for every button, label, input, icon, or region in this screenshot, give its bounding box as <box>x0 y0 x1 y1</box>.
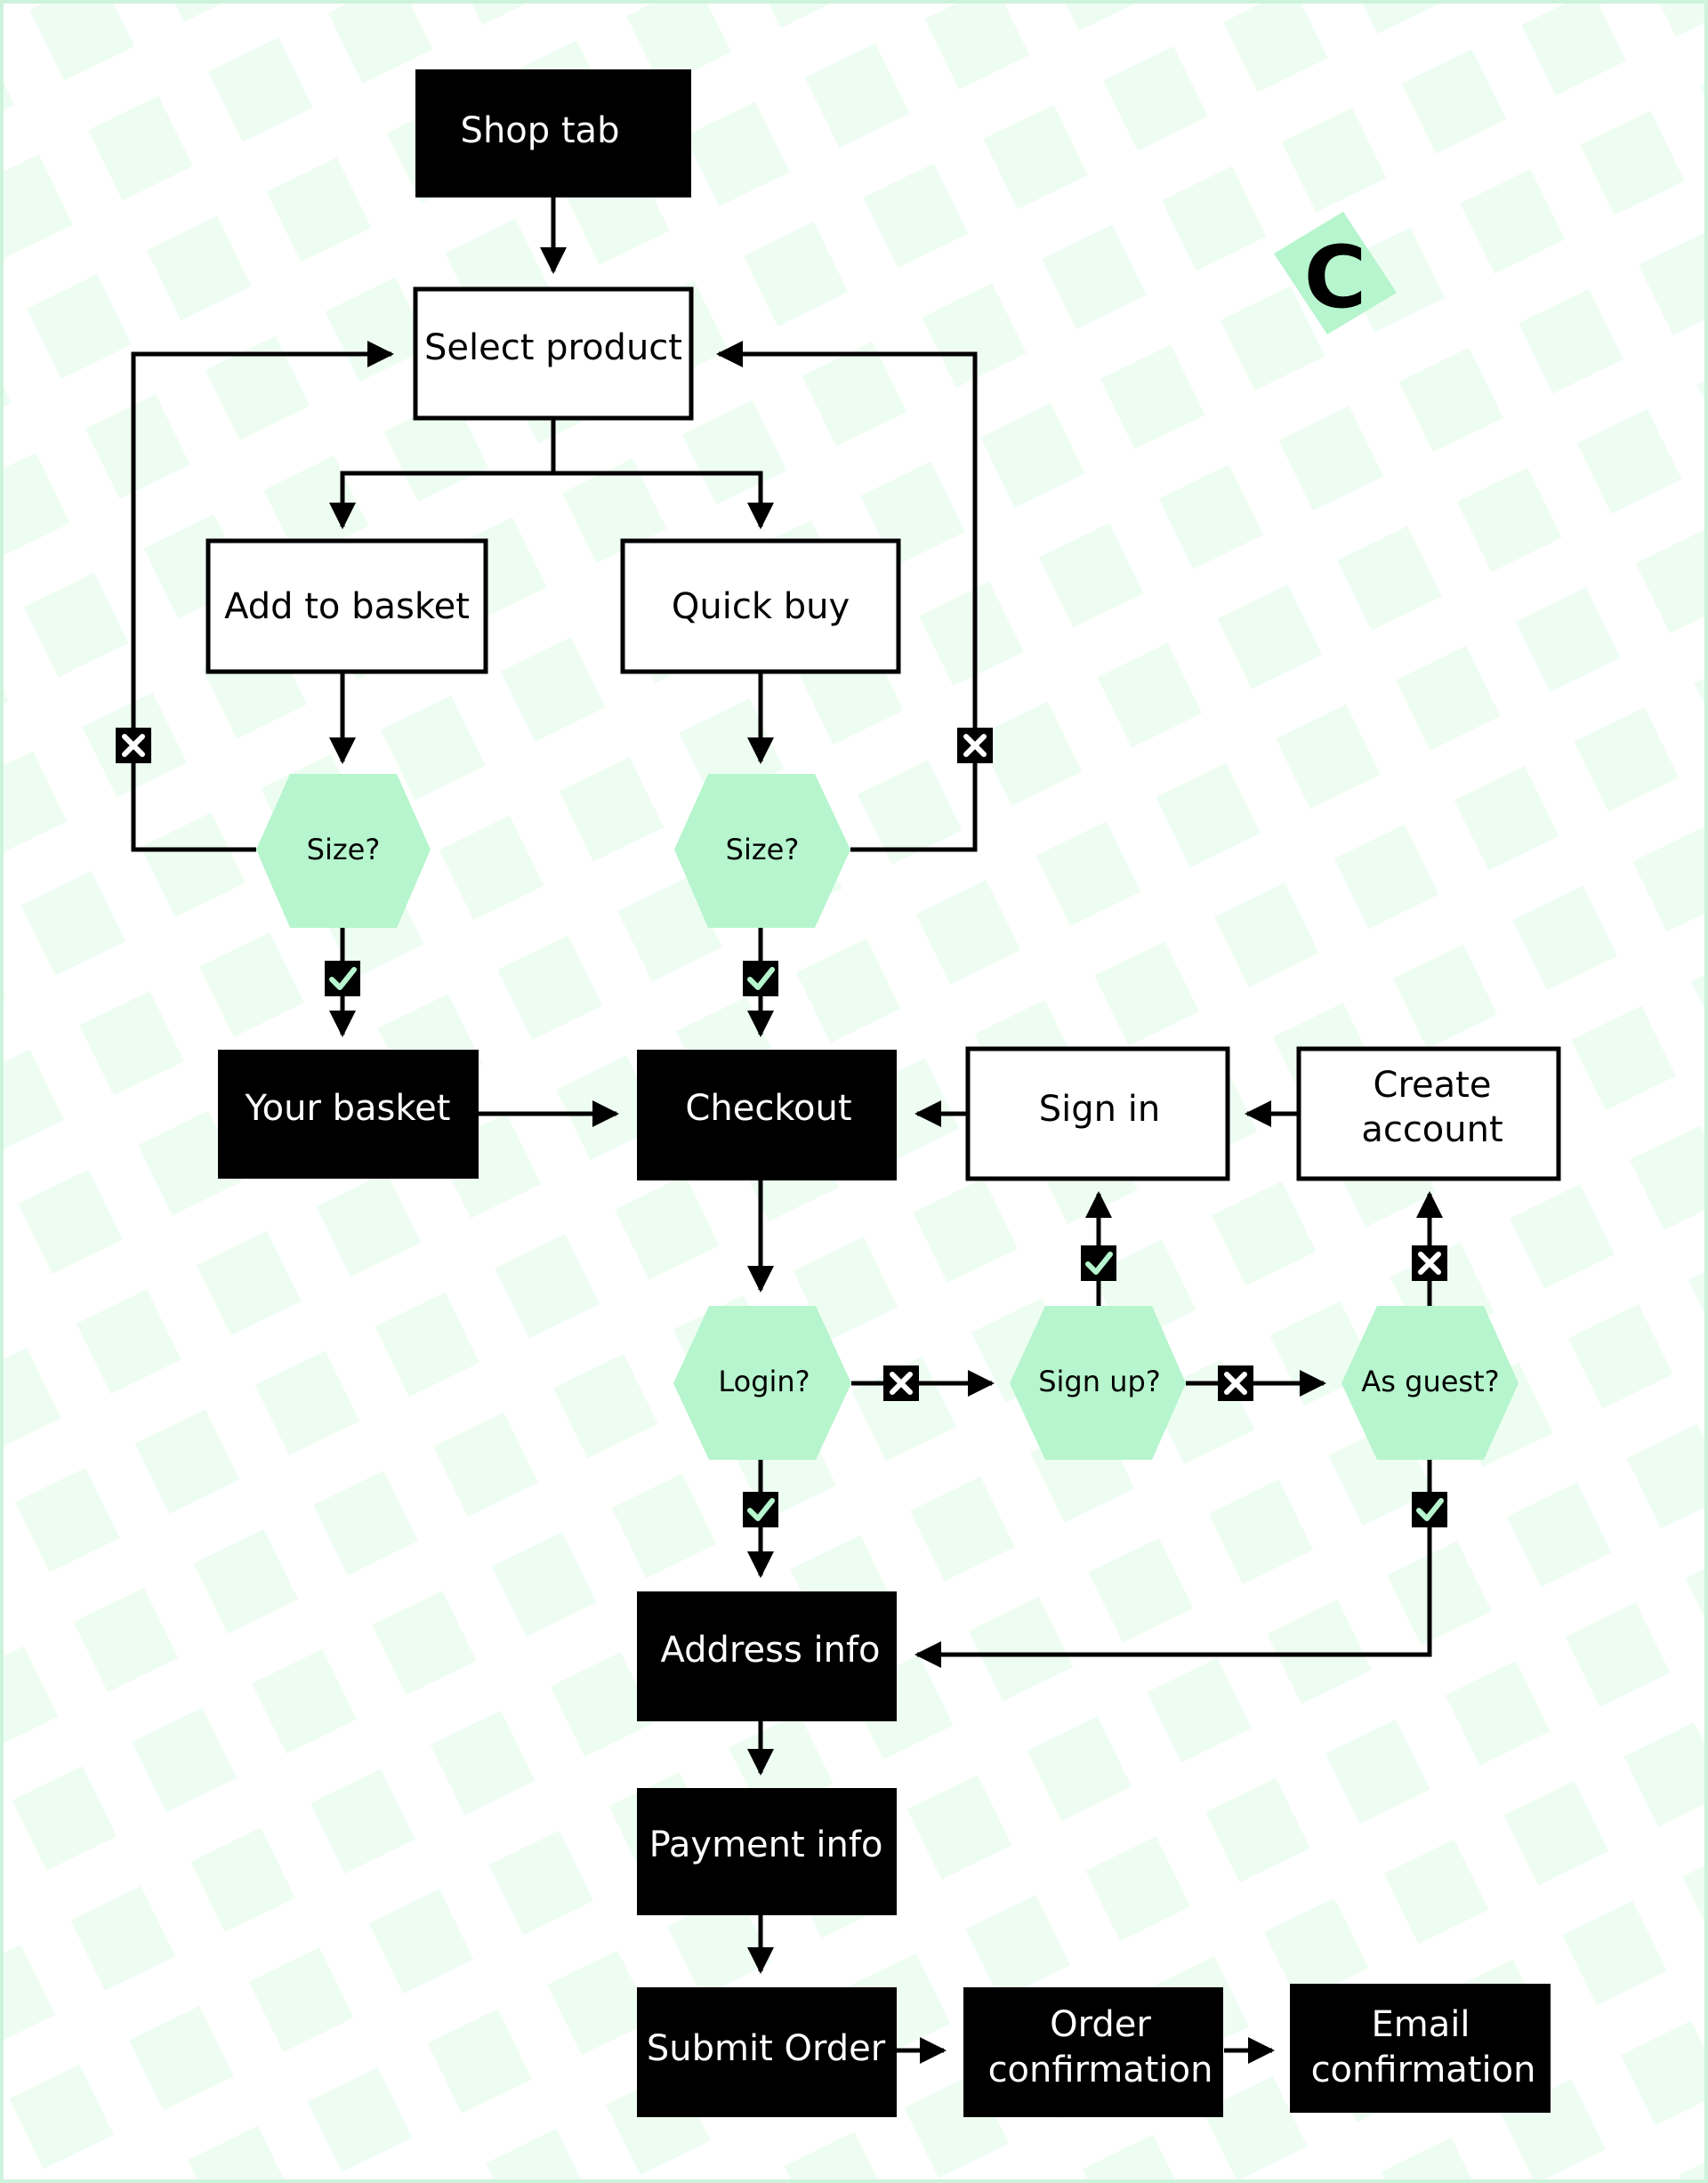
node-shop-tab: Shop tab <box>415 69 691 197</box>
node-select-product: Select product <box>413 286 694 421</box>
node-your-basket: Your basket <box>218 1050 479 1179</box>
decision-label: As guest? <box>1361 1365 1499 1398</box>
decision-label: Sign up? <box>1038 1365 1161 1398</box>
arrow-select-quickbuy <box>553 471 774 529</box>
node-sign-in: Sign in <box>965 1046 1230 1181</box>
decision-size-right: Size? <box>674 774 850 928</box>
node-label: Your basket <box>245 1088 451 1129</box>
arrow-select-addbasket <box>329 418 556 529</box>
node-label-line2: confirmation <box>988 2050 1213 2090</box>
no-icon <box>116 728 151 763</box>
logo-letter: C <box>1304 228 1366 327</box>
node-label-line1: Create <box>1374 1065 1492 1106</box>
decision-label: Size? <box>307 833 381 866</box>
node-submit-order: Submit Order <box>637 1987 897 2117</box>
node-label: Sign in <box>1039 1089 1160 1130</box>
node-label: Quick buy <box>672 586 850 627</box>
no-icon <box>883 1365 919 1401</box>
arrow-size-left-no <box>131 341 394 852</box>
node-order-confirmation: Order confirmation <box>963 1987 1223 2117</box>
decision-label: Size? <box>726 833 800 866</box>
no-icon <box>957 728 993 763</box>
node-label-line1: Order <box>1050 2004 1151 2045</box>
node-label-line1: Email <box>1372 2004 1470 2045</box>
no-icon <box>1218 1365 1253 1401</box>
decision-login: Login? <box>673 1306 851 1460</box>
decision-label: Login? <box>718 1365 810 1398</box>
check-icon <box>743 961 778 996</box>
decision-markers <box>116 728 1447 1527</box>
node-create-account: Create account <box>1296 1046 1561 1181</box>
node-email-confirmation: Email confirmation <box>1290 1984 1551 2113</box>
brand-logo: C <box>1274 212 1397 334</box>
node-label: Address info <box>660 1630 880 1671</box>
node-label: Submit Order <box>647 2028 886 2069</box>
node-label-line2: account <box>1361 1109 1503 1150</box>
no-icon <box>1412 1245 1447 1281</box>
node-address-info: Address info <box>637 1591 897 1721</box>
node-checkout: Checkout <box>637 1050 897 1180</box>
decision-as-guest: As guest? <box>1341 1306 1519 1460</box>
node-quick-buy: Quick buy <box>620 538 901 674</box>
decision-sign-up: Sign up? <box>1010 1306 1186 1460</box>
check-icon <box>743 1492 778 1527</box>
arrow-size-right-no <box>716 341 978 852</box>
node-add-to-basket: Add to basket <box>205 538 488 674</box>
check-icon <box>325 961 360 996</box>
node-label: Payment info <box>649 1825 883 1865</box>
decision-size-left: Size? <box>256 774 431 928</box>
node-label: Select product <box>424 327 682 368</box>
check-icon <box>1081 1245 1116 1281</box>
node-label: Add to basket <box>224 586 470 627</box>
node-label-line2: confirmation <box>1311 2050 1536 2090</box>
check-icon <box>1412 1492 1447 1527</box>
node-label: Checkout <box>685 1088 851 1129</box>
node-payment-info: Payment info <box>637 1788 897 1915</box>
node-label: Shop tab <box>461 110 620 151</box>
